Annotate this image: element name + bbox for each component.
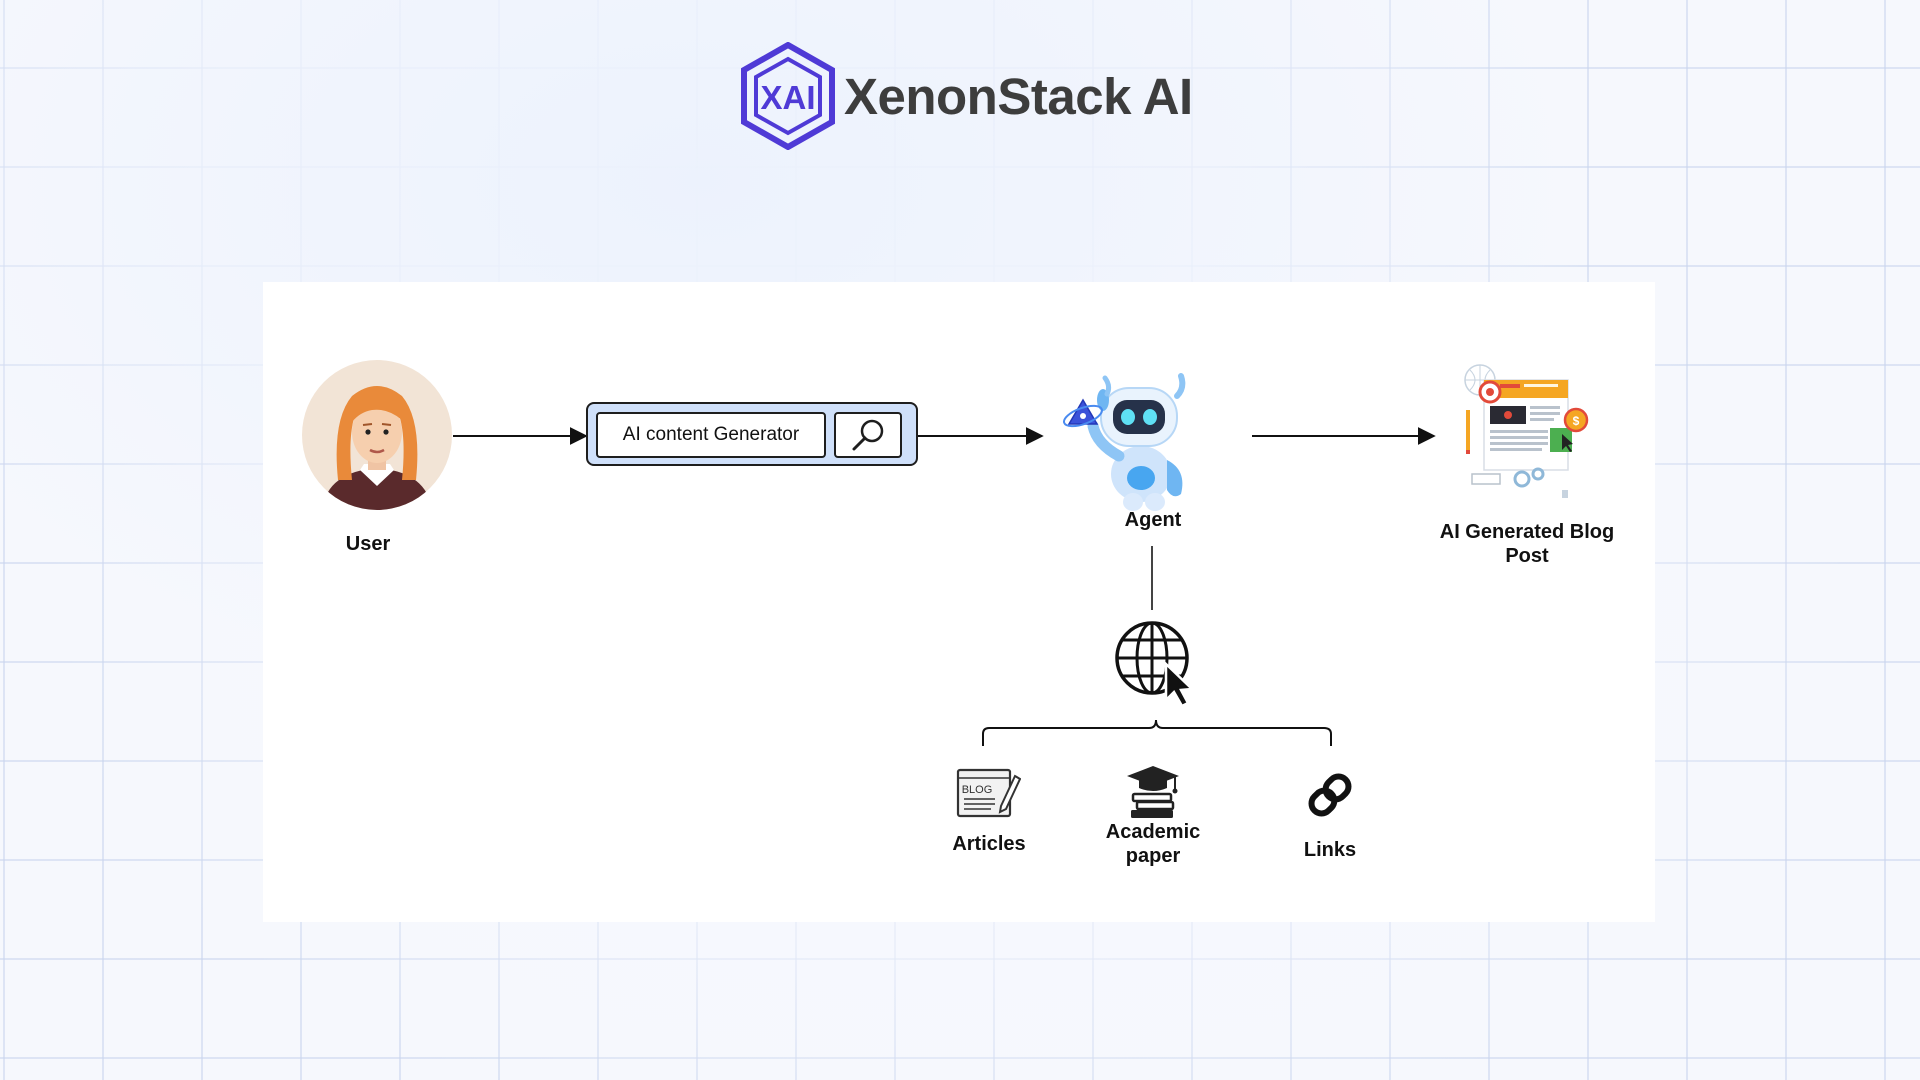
brand-header: XAI XenonStack AI — [738, 42, 1193, 150]
output-label-line1: AI Generated Blog — [1439, 521, 1615, 543]
blog-post-icon: $ — [1464, 362, 1590, 508]
svg-text:BLOG: BLOG — [962, 784, 993, 796]
source-academic-paper-line2: paper — [1125, 845, 1181, 867]
user-label: User — [345, 533, 391, 555]
agent-label: Agent — [1124, 509, 1182, 531]
brand-name: XenonStack AI — [844, 67, 1193, 125]
svg-text:$: $ — [1573, 414, 1580, 428]
user-avatar-icon — [302, 360, 452, 510]
search-icon — [852, 419, 884, 451]
source-articles-label: Articles — [952, 833, 1026, 855]
search-field[interactable]: AI content Generator — [596, 412, 826, 458]
source-academic-paper-label: Academic paper — [1083, 820, 1223, 868]
output-label: AI Generated Blog Post — [1433, 520, 1621, 568]
diagram-connectors — [453, 427, 1436, 746]
xai-hexagon-logo-icon: XAI — [741, 42, 835, 150]
blog-article-icon: BLOG — [955, 766, 1022, 822]
globe-cursor-icon — [1114, 620, 1200, 708]
output-label-line2: Post — [1505, 545, 1549, 567]
source-links-label: Links — [1303, 839, 1357, 861]
academic-paper-icon — [1125, 764, 1181, 820]
ai-content-generator-searchbar[interactable]: AI content Generator — [586, 402, 918, 466]
diagram-panel: User AI content Generator — [263, 282, 1655, 922]
link-icon — [1302, 767, 1358, 823]
source-academic-paper-line1: Academic — [1105, 821, 1201, 843]
robot-icon — [1063, 366, 1213, 516]
brace-sources — [982, 719, 1332, 746]
svg-text:XAI: XAI — [760, 79, 815, 116]
search-button[interactable] — [834, 412, 902, 458]
